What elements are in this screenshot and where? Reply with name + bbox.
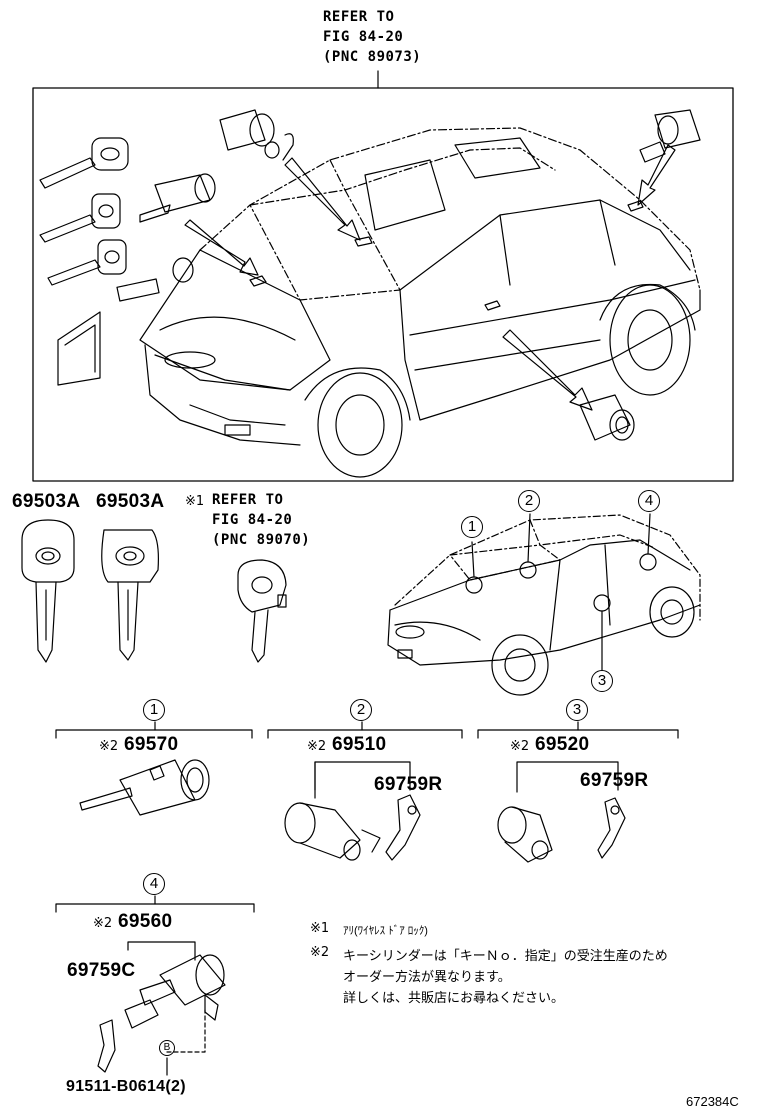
section-brackets — [55, 721, 679, 913]
section-2-number: 2 — [350, 699, 372, 721]
section-1-number: 1 — [143, 699, 165, 721]
refer-mid-line1: REFER TO — [212, 492, 284, 508]
section4-drawing — [97, 941, 226, 1076]
section2-drawing — [284, 761, 421, 861]
note-4-text: 詳しくは、共販店にお尋ねください。 — [343, 991, 565, 1006]
section-4-part-number[interactable]: 69560 — [118, 911, 173, 932]
cylinders-top-drawing — [139, 109, 701, 441]
key-right-part-number[interactable]: 69503A — [96, 491, 165, 512]
key-right-drawing — [101, 529, 159, 661]
section-1-part-number[interactable]: 69570 — [124, 734, 179, 755]
section-3-number: 3 — [566, 699, 588, 721]
bolt-part-number[interactable]: 91511-B0614(2) — [66, 1078, 186, 1095]
refer-top-line2: FIG 84-20 — [323, 29, 404, 45]
section-2-sub-part-number[interactable]: 69759R — [374, 774, 443, 795]
car-large-drawing — [139, 127, 701, 478]
note-2-text: キーシリンダーは「キーＮｏ．指定」の受注生産のため — [343, 949, 668, 964]
section-4-sub-part-number[interactable]: 69759C — [67, 960, 136, 981]
section1-cylinder-drawing — [79, 759, 210, 816]
key-wireless-drawing — [237, 559, 287, 663]
section-3-part-number[interactable]: 69520 — [535, 734, 590, 755]
note-1-mark: ※1 — [310, 921, 330, 936]
refer-top-line3: (PNC 89073) — [323, 49, 422, 65]
section-1-mark: ※2 — [99, 739, 119, 754]
location-marker-1[interactable]: 1 — [461, 516, 483, 538]
key-left-part-number[interactable]: 69503A — [12, 491, 81, 512]
callout-arrows — [184, 144, 676, 411]
section-3-sub-part-number[interactable]: 69759R — [580, 770, 649, 791]
refer-mid-line3: (PNC 89070) — [212, 532, 311, 548]
location-marker-2[interactable]: 2 — [518, 490, 540, 512]
note-3-text: オーダー方法が異なります。 — [343, 970, 511, 985]
location-marker-3[interactable]: 3 — [591, 670, 613, 692]
key-left-drawing — [21, 519, 75, 663]
section-2-mark: ※2 — [307, 739, 327, 754]
figure-code: 672384C — [686, 1094, 739, 1109]
note-2-mark: ※2 — [310, 945, 330, 960]
car-small-drawing — [387, 513, 701, 696]
keys-top-drawing — [39, 137, 194, 386]
refer-mid-mark: ※1 — [185, 494, 205, 509]
refer-top-line1: REFER TO — [323, 9, 395, 25]
bolt-marker-b: B — [159, 1040, 175, 1056]
section-2-part-number[interactable]: 69510 — [332, 734, 387, 755]
section-4-number: 4 — [143, 873, 165, 895]
refer-mid-line2: FIG 84-20 — [212, 512, 293, 528]
location-marker-4[interactable]: 4 — [638, 490, 660, 512]
section3-drawing — [497, 761, 626, 863]
note-1-text: ｱﾘ(ﾜｲﾔﾚｽ ﾄﾞｱ ﾛｯｸ) — [343, 925, 428, 937]
section-3-mark: ※2 — [510, 739, 530, 754]
main-illustration-frame — [32, 87, 734, 482]
section-4-mark: ※2 — [93, 916, 113, 931]
